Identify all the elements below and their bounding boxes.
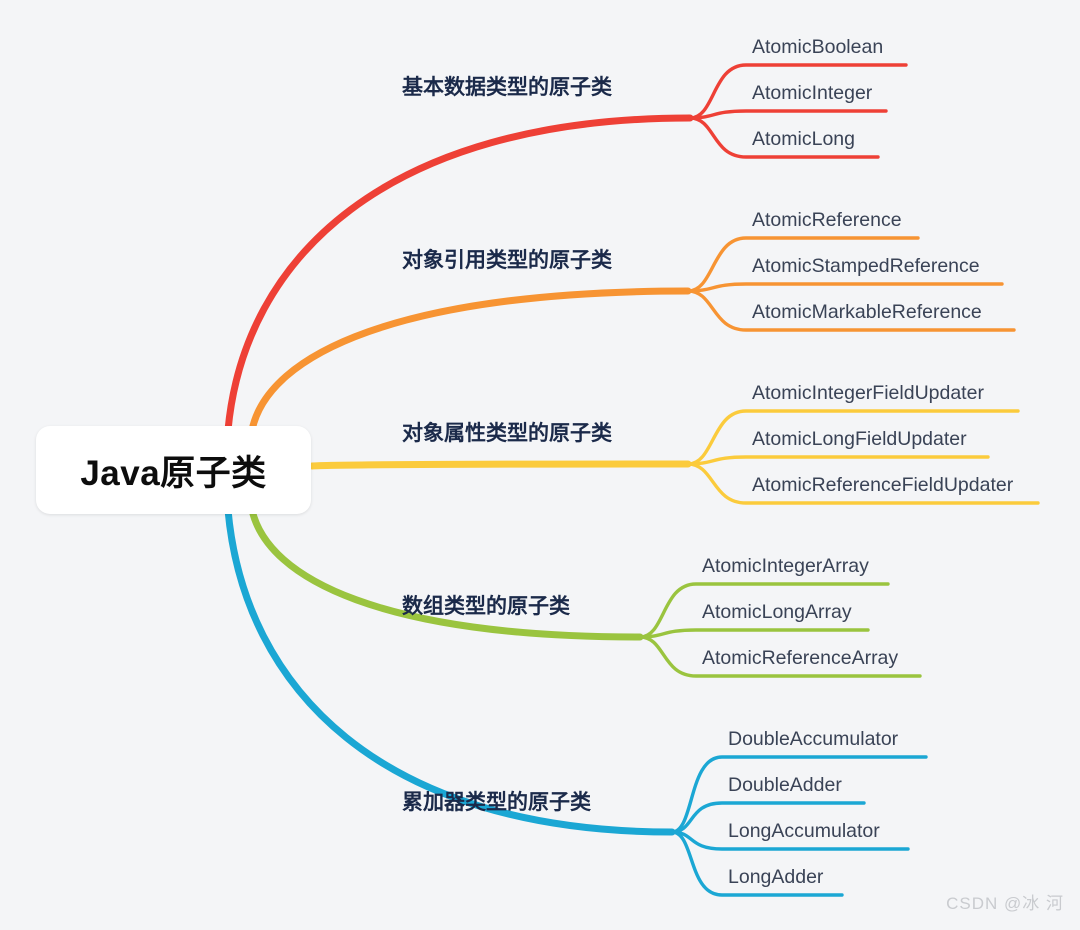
connector-path [686,409,1020,466]
branch-label[interactable]: 对象引用类型的原子类 [402,249,612,272]
branch-label[interactable]: 对象属性类型的原子类 [402,422,612,445]
connector-path [638,582,890,639]
connector-path [248,287,692,434]
leaf-label[interactable]: AtomicStampedReference [752,255,980,277]
leaf-label[interactable]: AtomicIntegerArray [702,555,869,577]
leaf-label[interactable]: AtomicInteger [752,82,873,104]
connector-path [308,460,692,470]
connector-path [688,63,908,120]
leaf-label[interactable]: DoubleAccumulator [728,728,899,750]
connector-path [688,116,880,159]
branch-label[interactable]: 数组类型的原子类 [402,595,570,618]
leaf-label[interactable]: AtomicBoolean [752,36,884,58]
leaf-label[interactable]: DoubleAdder [728,774,842,796]
branch-label[interactable]: 累加器类型的原子类 [402,791,591,814]
connector-path [670,830,844,897]
root-node[interactable]: Java原子类 [36,426,311,514]
leaf-label[interactable]: AtomicReferenceFieldUpdater [752,474,1014,496]
connector-path [670,801,866,834]
connector-path [686,282,1004,293]
connector-path [638,635,922,678]
connector-path [686,462,1040,505]
connector-path [686,289,1016,332]
leaf-label[interactable]: AtomicLongArray [702,601,852,623]
leaf-label[interactable]: AtomicMarkableReference [752,301,982,323]
leaf-label[interactable]: AtomicLongFieldUpdater [752,428,967,450]
connector-path [686,455,990,466]
leaf-label[interactable]: AtomicReference [752,209,902,231]
branch-label[interactable]: 基本数据类型的原子类 [402,76,612,99]
connector-path [638,628,870,639]
connector-path [248,506,644,641]
connector-path [686,236,920,293]
leaf-label[interactable]: LongAdder [728,866,824,888]
connector-path [224,114,694,434]
connector-path [224,506,676,836]
watermark: CSDN @冰 河 [946,894,1064,913]
leaf-label[interactable]: AtomicLong [752,128,855,150]
leaf-label[interactable]: AtomicReferenceArray [702,647,899,669]
leaf-label[interactable]: LongAccumulator [728,820,880,842]
leaf-label[interactable]: AtomicIntegerFieldUpdater [752,382,984,404]
connector-path [670,755,928,834]
connector-path [688,109,888,120]
root-node-label: Java原子类 [80,453,267,493]
